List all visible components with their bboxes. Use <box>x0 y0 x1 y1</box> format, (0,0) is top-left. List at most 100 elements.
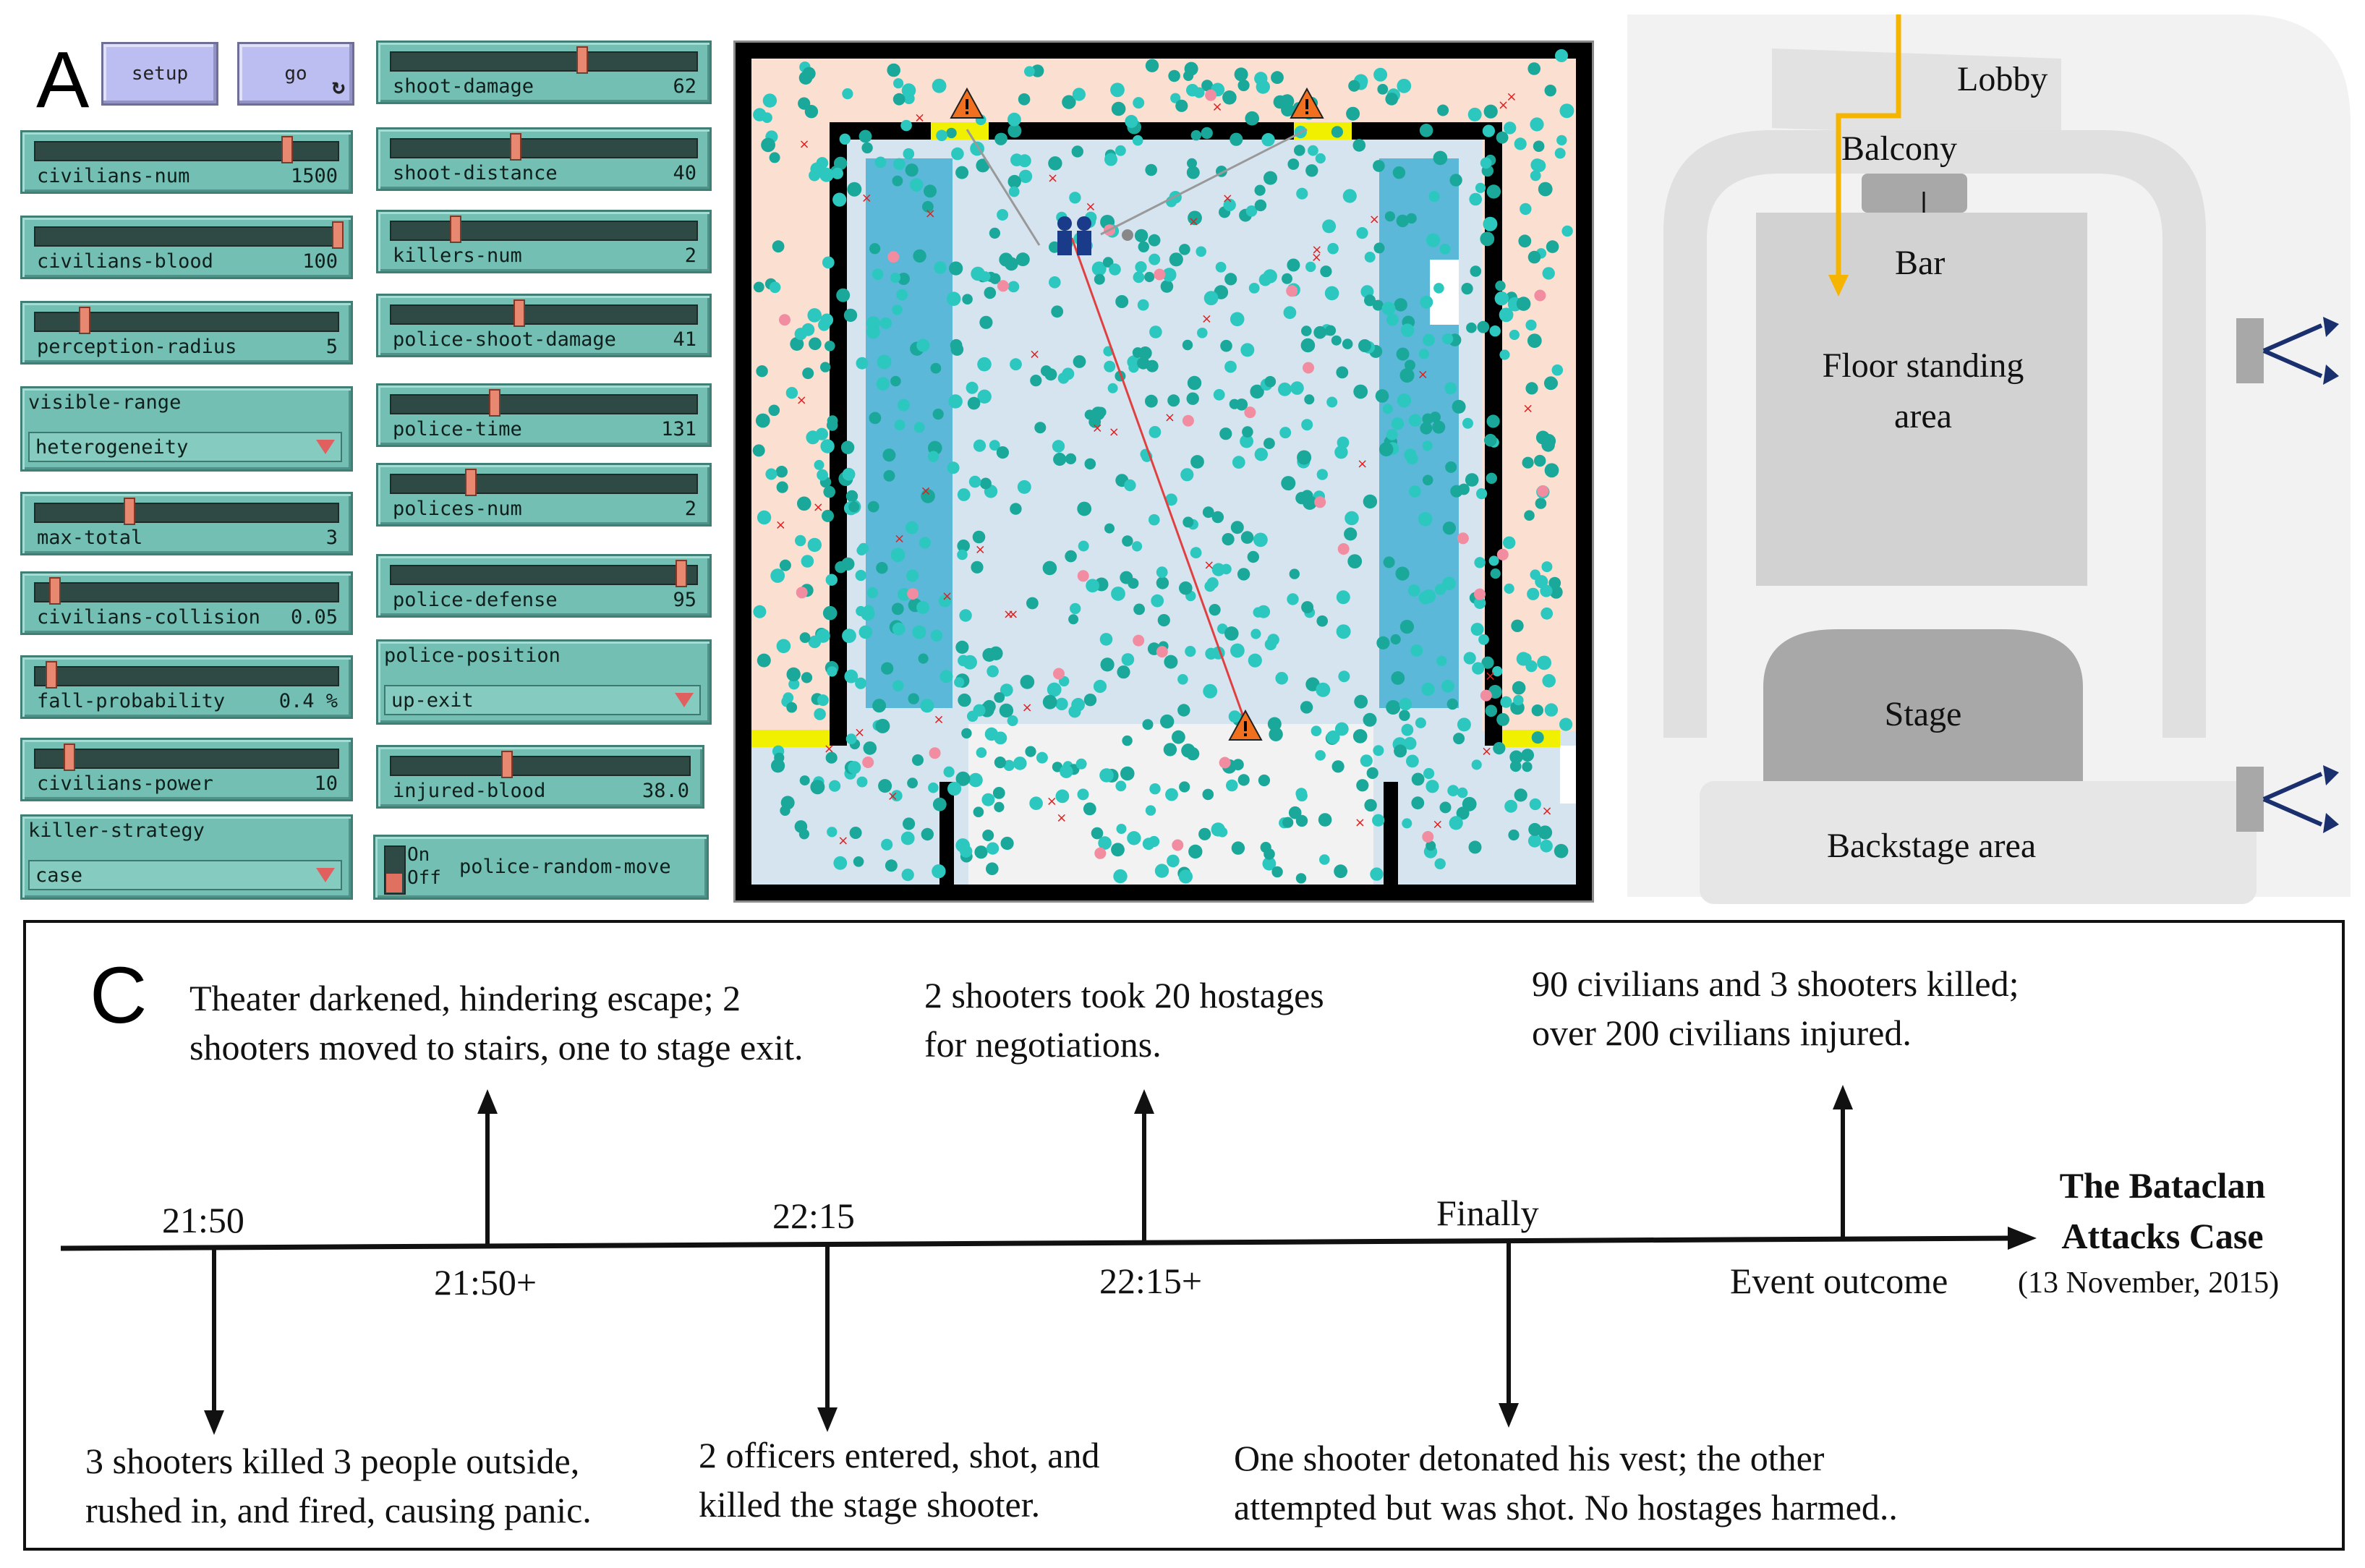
time-2150: 21:50 <box>162 1200 244 1240</box>
shooter-icon <box>1290 87 1324 119</box>
model-world-view[interactable]: ××××××××××××××××××××××××××××××××××××××××… <box>733 41 1594 903</box>
svg-text:×: × <box>934 712 945 727</box>
slider-thumb[interactable] <box>489 389 500 417</box>
side-area-left <box>866 158 953 708</box>
svg-text:×: × <box>1311 250 1322 265</box>
svg-text:×: × <box>887 789 898 804</box>
slider-thumb[interactable] <box>514 299 525 327</box>
svg-text:×: × <box>1522 401 1533 416</box>
slider-thumb[interactable] <box>49 577 61 605</box>
inner-wall-left <box>830 122 847 746</box>
time-2150-plus: 21:50+ <box>434 1262 537 1303</box>
svg-text:×: × <box>854 725 865 741</box>
setup-button[interactable]: setup <box>101 42 218 106</box>
event-2-text: Theater darkened, hindering escape; 2 sh… <box>189 978 804 1068</box>
shooter-icon <box>1228 709 1263 741</box>
slider-track[interactable] <box>390 394 698 414</box>
slider-thumb[interactable] <box>676 560 687 587</box>
slider-track[interactable] <box>390 138 698 158</box>
event-6-text: 90 civilians and 3 shooters killed; over… <box>1532 963 2019 1053</box>
slider-thumb[interactable] <box>46 661 57 689</box>
slider-thumb[interactable] <box>79 307 90 334</box>
slider-thumb[interactable] <box>501 751 513 778</box>
slider-track[interactable] <box>34 582 339 602</box>
slider-track[interactable] <box>390 756 691 776</box>
slider-track[interactable] <box>390 474 698 494</box>
outer-wall-right <box>1576 43 1592 900</box>
outer-wall-left <box>736 43 751 900</box>
slider-track[interactable] <box>34 666 339 686</box>
svg-text:×: × <box>1222 191 1233 206</box>
svg-text:×: × <box>1188 214 1199 229</box>
time-finally: Finally <box>1436 1193 1539 1233</box>
slider-thumb[interactable] <box>576 46 588 74</box>
slider-thumb[interactable] <box>64 743 75 771</box>
slider-track[interactable] <box>390 565 698 585</box>
slider-track[interactable] <box>34 503 339 523</box>
chooser-select[interactable]: case <box>28 860 342 890</box>
slider-track[interactable] <box>34 749 339 769</box>
svg-text:×: × <box>1056 810 1067 825</box>
event-3-text: 2 officers entered, shot, and killed the… <box>699 1435 1100 1525</box>
police-agents <box>1057 216 1133 255</box>
balcony-label: Balcony <box>1841 129 1957 168</box>
svg-text:×: × <box>813 500 824 515</box>
slider-track[interactable] <box>390 51 698 72</box>
svg-text:×: × <box>975 542 986 558</box>
svg-text:×: × <box>914 111 925 126</box>
svg-text:×: × <box>1201 312 1212 327</box>
slider-track[interactable] <box>390 221 698 241</box>
outer-wall-bottom <box>736 885 1592 900</box>
right-wall-notch <box>1560 746 1576 804</box>
go-button[interactable]: go↻ <box>237 42 354 106</box>
slider-thumb[interactable] <box>124 498 135 525</box>
switch-toggle[interactable] <box>384 845 406 895</box>
aim-line-left <box>966 129 1041 246</box>
slider-thumb[interactable] <box>510 133 521 161</box>
switch-knob[interactable] <box>386 874 402 892</box>
slider-thumb[interactable] <box>281 136 293 163</box>
svg-text:×: × <box>861 190 872 205</box>
svg-text:×: × <box>799 137 810 152</box>
dropdown-arrow-icon[interactable] <box>316 440 335 454</box>
slider-thumb[interactable] <box>465 469 477 496</box>
dropdown-arrow-icon[interactable] <box>675 693 694 707</box>
svg-text:×: × <box>1498 98 1509 113</box>
svg-text:×: × <box>1022 700 1033 715</box>
outer-wall-top <box>736 43 1592 59</box>
dropdown-arrow-icon[interactable] <box>316 868 335 882</box>
event-4-text: 2 shooters took 20 hostages for negotiat… <box>924 975 1324 1065</box>
svg-text:×: × <box>925 206 936 221</box>
svg-text:×: × <box>775 517 786 532</box>
chooser-select[interactable]: heterogeneity <box>28 432 342 462</box>
time-event-outcome: Event outcome <box>1730 1261 1948 1301</box>
forever-icon: ↻ <box>331 74 345 99</box>
svg-text:×: × <box>921 484 932 499</box>
svg-text:×: × <box>1092 421 1103 436</box>
slider-track[interactable] <box>390 304 698 325</box>
chooser-select[interactable]: up-exit <box>384 685 701 715</box>
svg-text:×: × <box>1164 410 1175 425</box>
slider-thumb[interactable] <box>450 216 461 243</box>
slider-thumb[interactable] <box>332 221 344 249</box>
svg-text:×: × <box>1029 347 1040 362</box>
